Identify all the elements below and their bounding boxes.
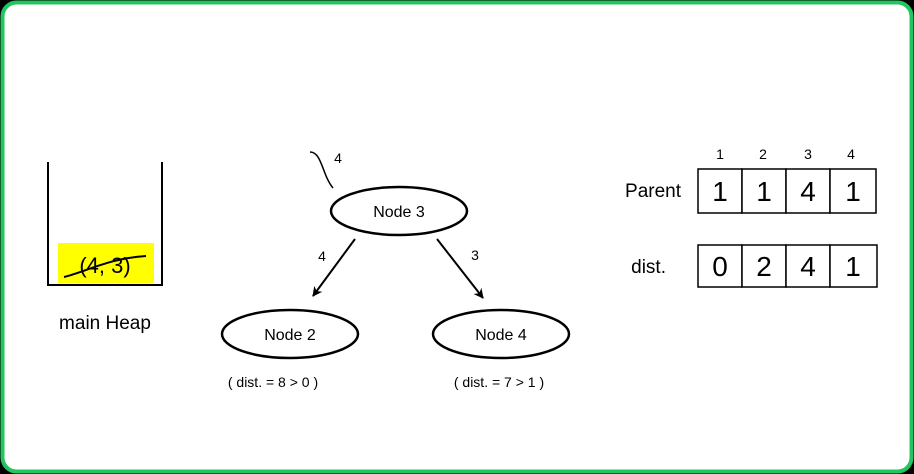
node-2 xyxy=(220,308,360,360)
index-4: 4 xyxy=(847,146,855,162)
parent-cell-2 xyxy=(741,168,787,214)
heap-entry-strikethrough xyxy=(63,255,147,278)
index-3: 3 xyxy=(804,146,812,162)
node-3 xyxy=(329,185,469,237)
dist-cell-3 xyxy=(785,244,831,288)
parent-cell-3 xyxy=(785,168,831,214)
dist-value-1: 0 xyxy=(712,251,728,282)
dist-array: 0 2 4 1 xyxy=(697,244,878,288)
parent-value-2: 1 xyxy=(756,176,772,207)
index-1: 1 xyxy=(716,146,724,162)
heap-label: main Heap xyxy=(59,313,151,334)
dist-label: dist. xyxy=(631,257,666,278)
parent-value-3: 4 xyxy=(800,176,816,207)
edge-node2-weight: 4 xyxy=(318,248,326,264)
dist-value-4: 1 xyxy=(845,251,861,282)
parent-value-4: 1 xyxy=(845,176,861,207)
node-3-label: Node 3 xyxy=(373,204,425,221)
parent-cell-4 xyxy=(829,168,877,214)
incoming-edge xyxy=(309,151,334,189)
heap-container xyxy=(47,162,163,286)
dist-value-2: 2 xyxy=(756,251,772,282)
parent-array: 1 1 4 1 xyxy=(697,168,877,214)
dist-cell-2 xyxy=(741,244,787,288)
arrays-table: 1 2 3 4 Parent 1 1 4 1 dist. 0 2 4 1 xyxy=(625,146,878,288)
parent-label: Parent xyxy=(625,181,682,202)
node-4-label: Node 4 xyxy=(475,327,527,344)
main-heap: (4, 3) main Heap xyxy=(47,162,163,334)
graph-tree: 4 Node 3 4 3 Node 2 ( dist. = 8 > 0 ) No… xyxy=(220,150,571,390)
parent-cell-1 xyxy=(697,168,743,214)
dist-value-3: 4 xyxy=(800,251,816,282)
parent-value-1: 1 xyxy=(712,176,728,207)
dist-cell-4 xyxy=(829,244,878,288)
node-4 xyxy=(431,308,571,360)
edge-node4-weight: 3 xyxy=(471,247,479,263)
edge-node3-to-node2 xyxy=(312,238,356,297)
index-2: 2 xyxy=(759,146,767,162)
incoming-edge-label: 4 xyxy=(334,150,342,166)
node-4-note: ( dist. = 7 > 1 ) xyxy=(454,374,544,390)
heap-entry: (4, 3) xyxy=(79,253,130,278)
node-2-label: Node 2 xyxy=(264,327,316,344)
node-2-note: ( dist. = 8 > 0 ) xyxy=(228,374,318,390)
edge-node3-to-node4 xyxy=(436,238,484,299)
